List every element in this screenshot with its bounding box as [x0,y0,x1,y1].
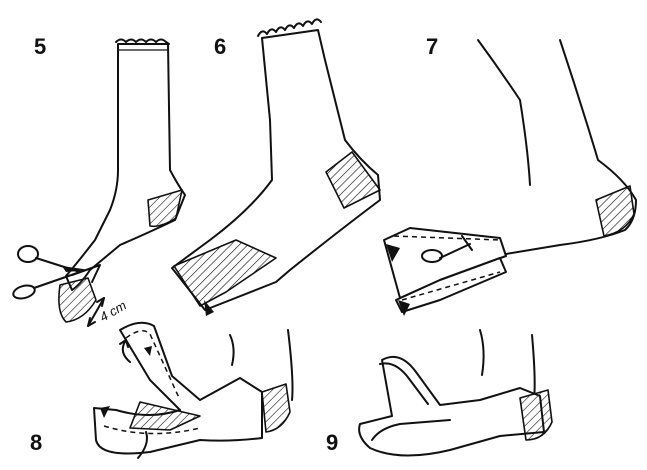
step-5-sock-drawing [59,40,185,323]
step-7-sock-drawing [384,40,636,316]
step-6-sock-drawing [172,19,380,316]
step-9-sock-drawing [359,330,552,456]
